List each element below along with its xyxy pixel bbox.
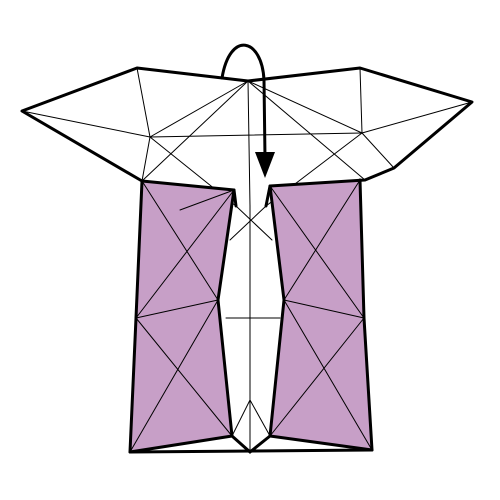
left-panel-fill: [130, 181, 234, 452]
left-colored-panel: [129, 180, 235, 453]
crease-top-right-diag: [361, 101, 473, 134]
left-panel-crease-5: [129, 299, 219, 453]
right-panel-fill: [270, 180, 372, 450]
crease-right-peak-diag: [247, 80, 366, 181]
crease-center-low-1: [231, 399, 251, 437]
center-white-strip: [225, 205, 281, 453]
left-panel-crease-1: [135, 189, 235, 319]
crease-center-x-2: [229, 205, 267, 241]
right-panel-crease-2: [283, 179, 361, 301]
center-strip-fill: [226, 206, 276, 436]
crease-right-flap-a: [359, 67, 363, 134]
crease-right-flap-b: [361, 132, 395, 169]
right-panel-crease-5: [283, 299, 373, 451]
left-panel-crease-2: [141, 180, 219, 301]
crease-top-left-diag: [21, 110, 151, 138]
right-colored-panel: [269, 179, 373, 451]
outline-base: [128, 448, 374, 454]
crease-center-vertical-top: [247, 80, 251, 207]
model-outline: [20, 66, 474, 454]
outline-right-inner-edge: [268, 184, 286, 438]
fold-arrow-curve: [220, 43, 267, 160]
fold-arrow-head: [255, 152, 275, 178]
crease-left-peak-diag: [141, 80, 249, 182]
crease-center-x-1: [235, 205, 273, 241]
bottom-base-fill: [130, 436, 372, 452]
outline-top: [20, 66, 474, 208]
right-panel-crease-3: [283, 299, 365, 319]
right-panel-crease-4: [269, 317, 365, 437]
top-white-fill: [22, 68, 472, 206]
fold-arrow: [220, 43, 275, 178]
outline-left-inner-edge: [216, 188, 236, 438]
top-white-section: [21, 67, 473, 207]
right-panel-crease-1: [269, 185, 365, 319]
crease-left-flap-b: [141, 136, 151, 182]
crease-peak-to-right: [247, 80, 363, 134]
crease-horizontal-mid: [149, 132, 363, 138]
crease-left-to-peak: [149, 80, 249, 138]
left-panel-crease-4: [135, 317, 233, 437]
crease-left-flap-a: [136, 67, 151, 138]
left-panel-crease-3: [135, 299, 219, 319]
left-panel-crease-6: [179, 189, 235, 211]
crease-center-low-2: [249, 399, 271, 437]
